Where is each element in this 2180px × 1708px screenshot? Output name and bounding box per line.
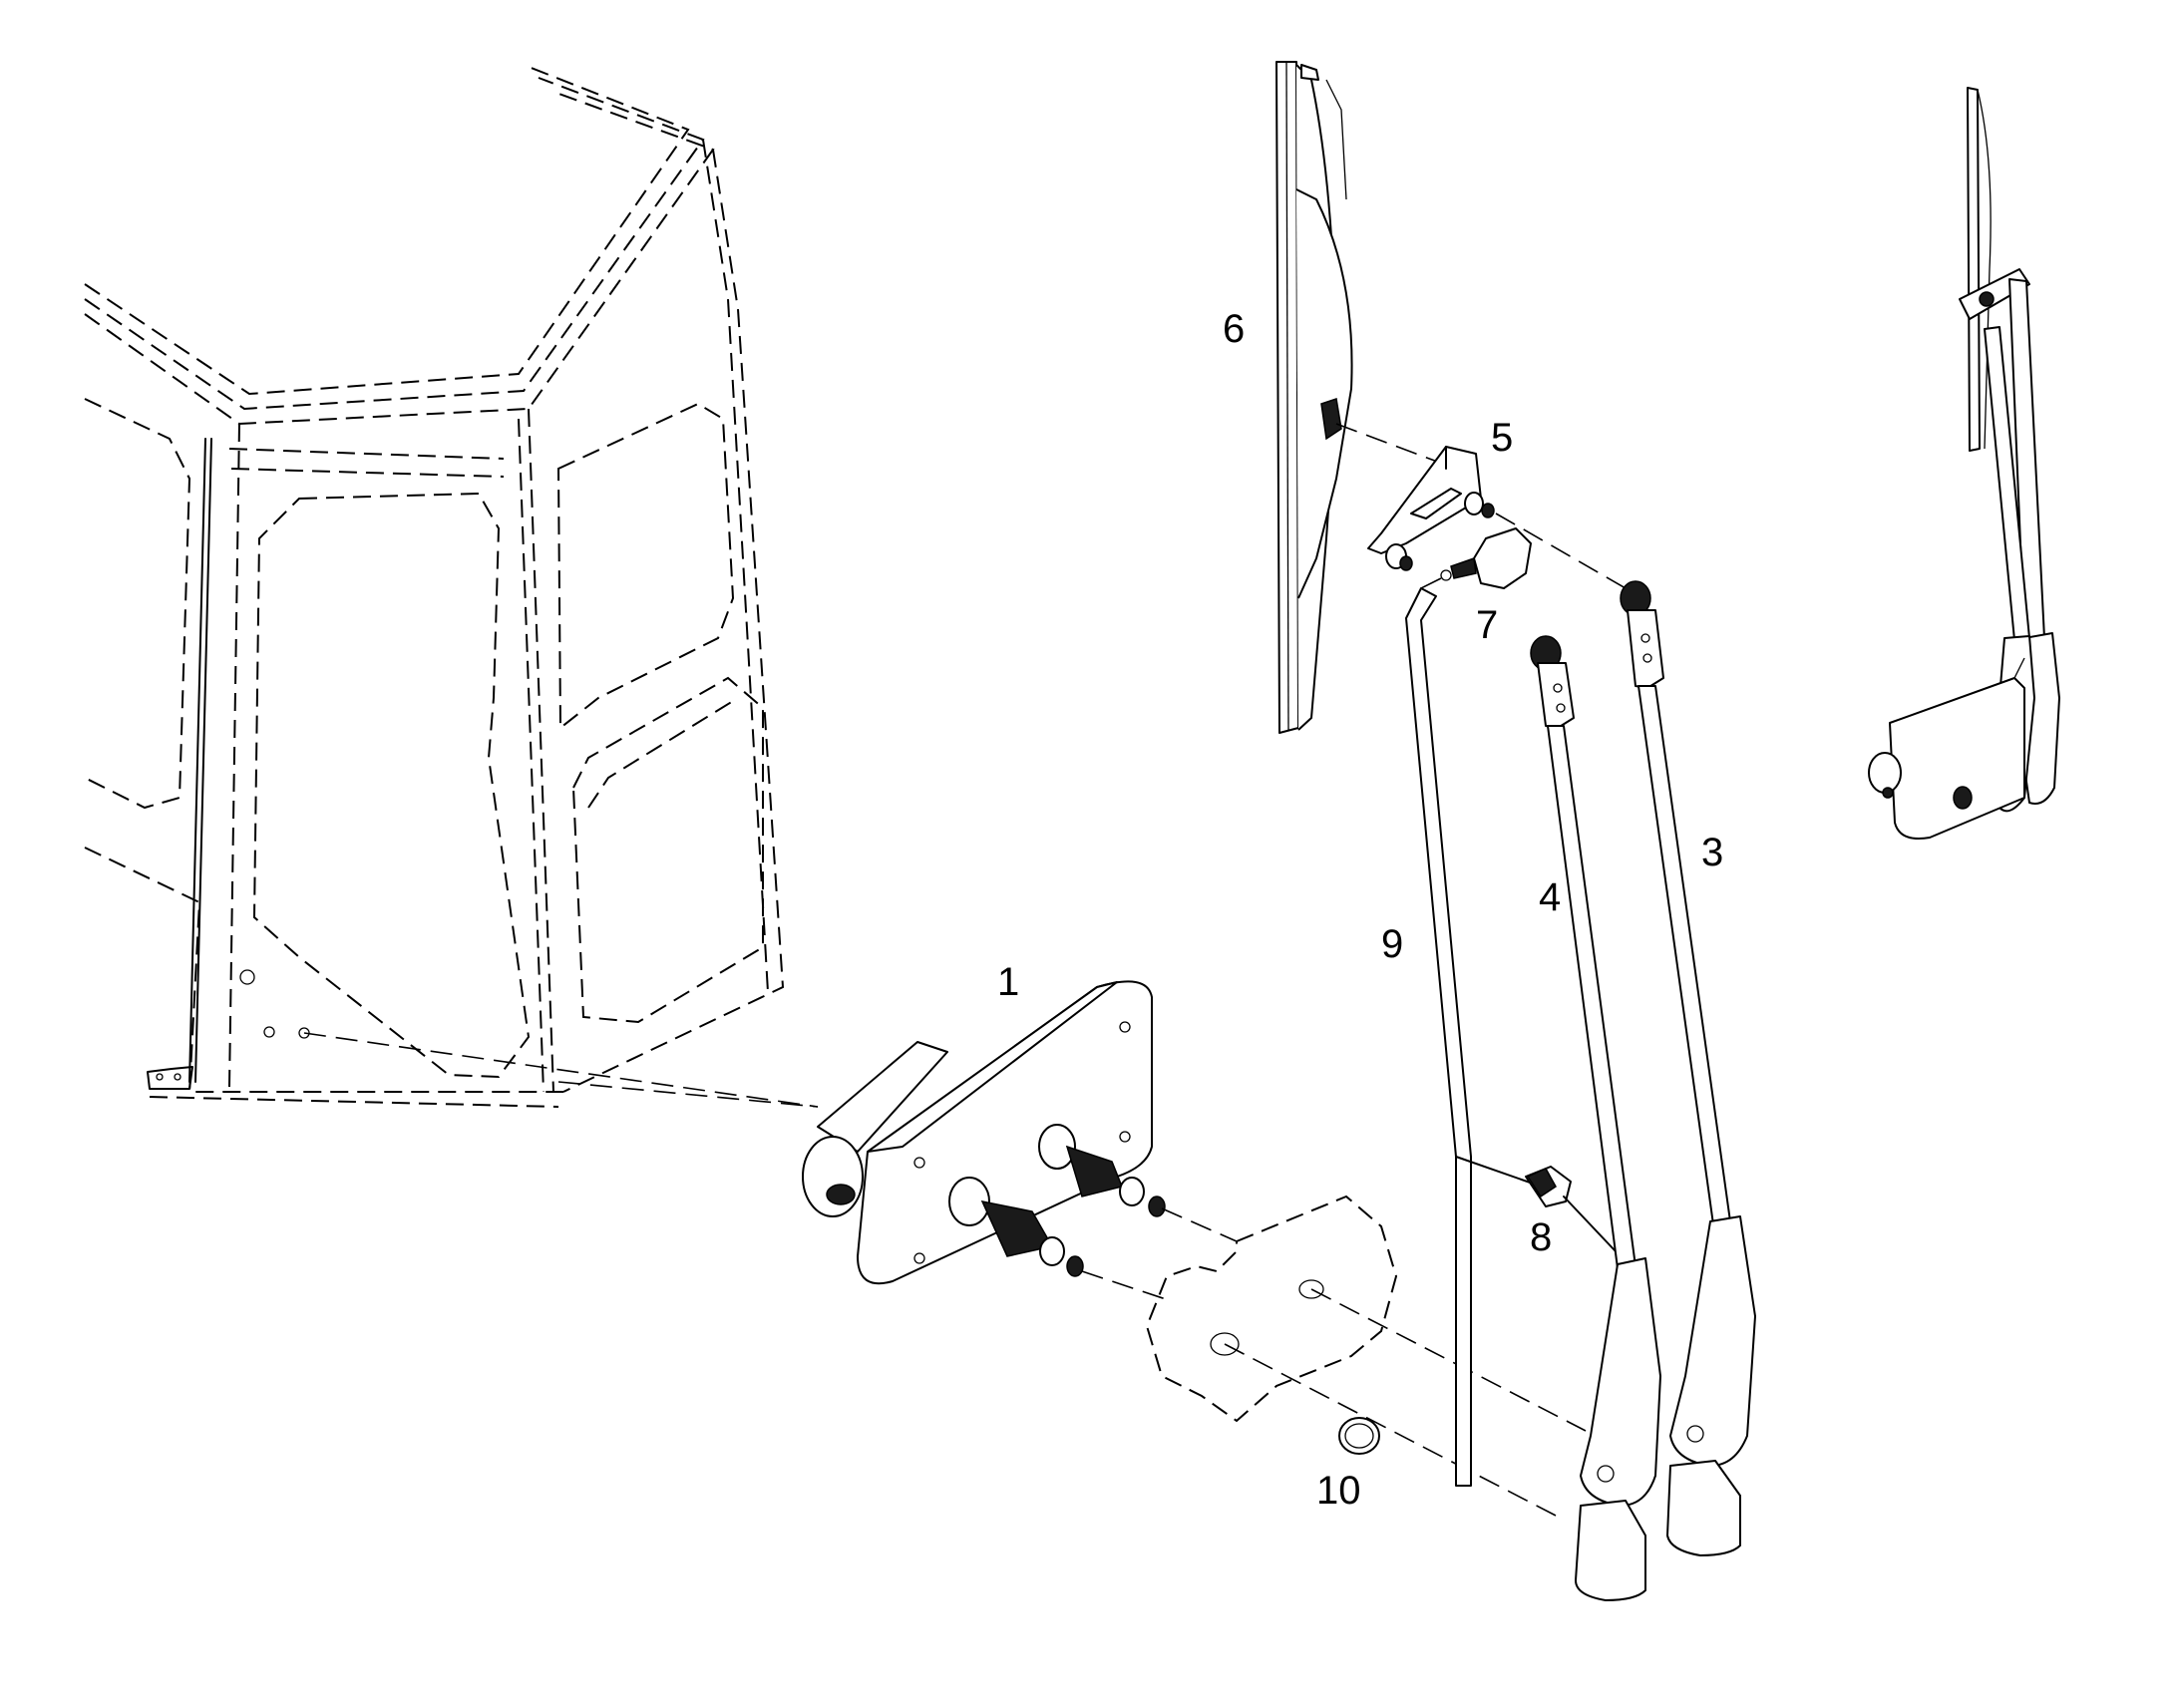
callout-1: 1: [997, 960, 1019, 1004]
hose-clip: [1525, 1166, 1617, 1252]
wiper-arm-right: [1620, 580, 1756, 1556]
wiper-arm-left: [1530, 635, 1661, 1601]
gasket-plate: [1145, 1195, 1587, 1517]
callout-labels: 1 3 4 5 6 7 8 9 10: [997, 307, 1723, 1513]
callout-9: 9: [1381, 922, 1403, 966]
o-ring: [1338, 1417, 1380, 1455]
motor-shaft-upper: [1038, 1124, 1166, 1217]
callout-10: 10: [1316, 1469, 1361, 1513]
callout-6: 6: [1223, 307, 1245, 351]
callout-8: 8: [1530, 1215, 1552, 1259]
callout-3: 3: [1701, 831, 1723, 874]
callout-7: 7: [1476, 603, 1498, 647]
assembled-view-inset: [1868, 87, 2060, 840]
wiper-motor: [802, 980, 1238, 1302]
motor-shaft-lower: [948, 1177, 1084, 1277]
cab-outline: [84, 64, 819, 1108]
callout-5: 5: [1491, 416, 1513, 460]
wiper-blade: [1275, 61, 1457, 734]
washer-hose: [1405, 587, 1537, 1487]
washer-nozzle: [1420, 527, 1532, 589]
blade-adapter: [1367, 446, 1627, 589]
callout-4: 4: [1539, 875, 1561, 919]
